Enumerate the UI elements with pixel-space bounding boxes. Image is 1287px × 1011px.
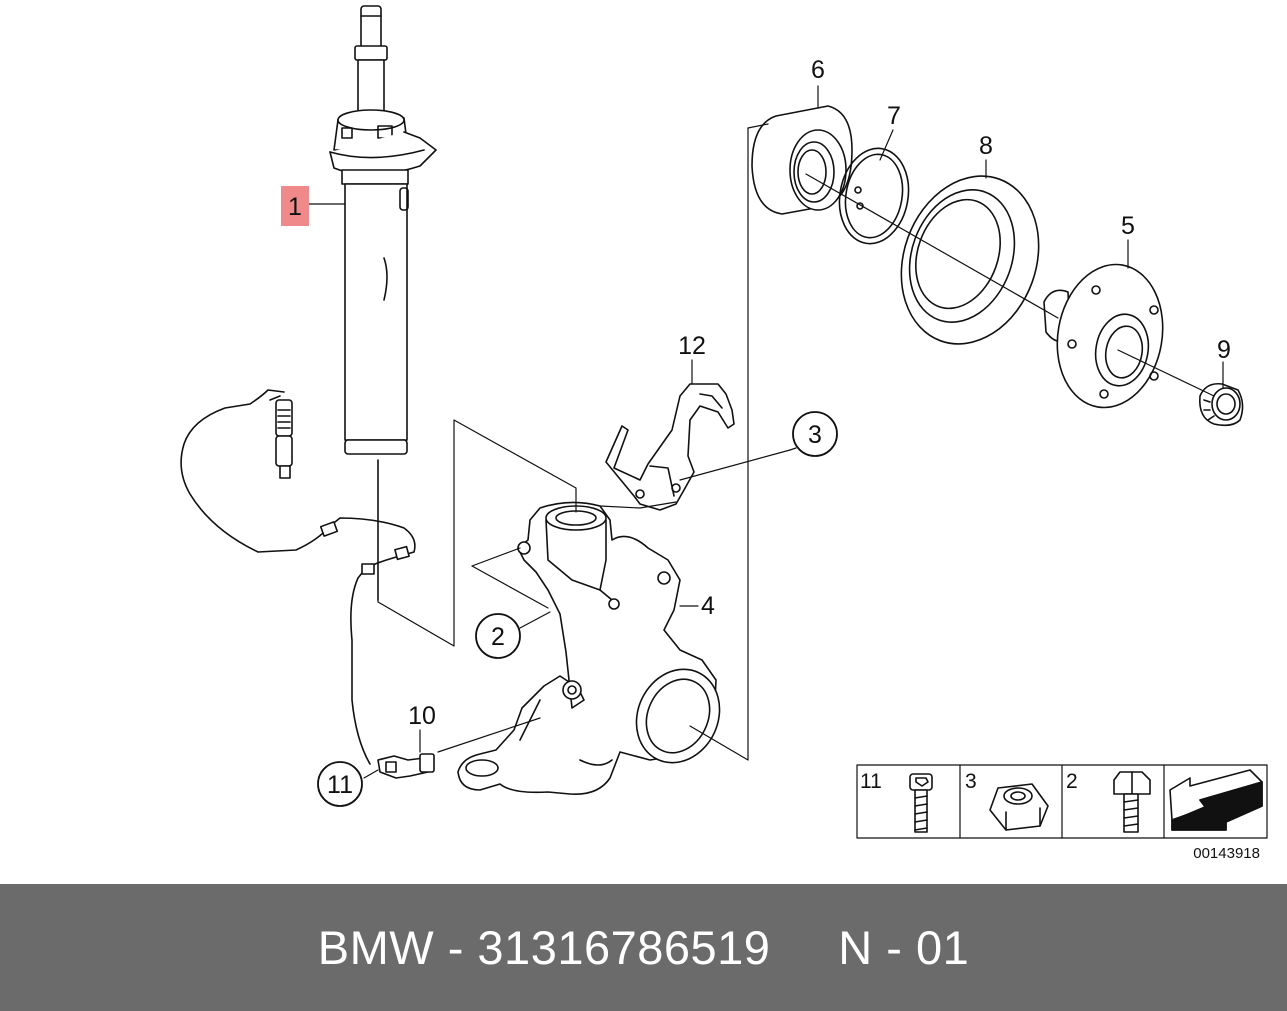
- assembly-lines: [377, 123, 1215, 761]
- part-number-banner: BMW - 31316786519 N - 01: [0, 884, 1287, 1011]
- hex-bolt-icon: [1113, 771, 1151, 833]
- callout-12[interactable]: 12: [678, 332, 706, 360]
- callout-9[interactable]: 9: [1217, 336, 1231, 364]
- legend-label-11: 11: [860, 770, 882, 793]
- callout-3[interactable]: 3: [808, 421, 822, 449]
- callout-5[interactable]: 5: [1121, 212, 1135, 240]
- steering-knuckle[interactable]: [457, 501, 735, 795]
- fastener-legend: 11 3 2: [856, 764, 1268, 839]
- direction-arrow-icon: [1169, 769, 1263, 831]
- sensor-connector[interactable]: [377, 753, 435, 779]
- sensor-cable[interactable]: [180, 389, 416, 765]
- callout-6[interactable]: 6: [811, 56, 825, 84]
- bracket[interactable]: [605, 383, 735, 511]
- wheel-hub[interactable]: [1043, 256, 1174, 416]
- drawing-number: 00143918: [1193, 845, 1260, 862]
- callout-1[interactable]: 1: [288, 193, 302, 221]
- callout-11[interactable]: 11: [327, 771, 353, 799]
- shock-absorber-strut[interactable]: [329, 5, 437, 601]
- part-number-text: BMW - 31316786519 N - 01: [317, 921, 970, 974]
- callout-4[interactable]: 4: [701, 592, 715, 620]
- callout-circle-2: [475, 613, 521, 659]
- protection-plate[interactable]: [879, 157, 1062, 364]
- callout-labels: 1 6 7 8 5 9 12 4 10 3 2 11: [281, 56, 1231, 807]
- leader-lines: [307, 85, 1224, 779]
- hex-nut-icon: [989, 783, 1049, 831]
- legend-label-3: 3: [965, 770, 977, 793]
- callout-10[interactable]: 10: [408, 702, 436, 730]
- callout-8[interactable]: 8: [979, 132, 993, 160]
- callout-7[interactable]: 7: [887, 102, 901, 130]
- wheel-bearing[interactable]: [751, 105, 853, 215]
- snap-ring[interactable]: [832, 143, 916, 249]
- callout-2[interactable]: 2: [491, 623, 505, 651]
- highlight-box-part-1: [281, 186, 309, 226]
- collar-nut[interactable]: [1198, 382, 1244, 427]
- legend-label-2: 2: [1066, 770, 1078, 793]
- callout-circle-11: [317, 761, 363, 807]
- parts-diagram: 1 6 7 8 5 9 12 4 10 3 2 11 11 3 2: [180, 5, 1268, 862]
- cap-screw-icon: [909, 773, 933, 833]
- callout-circle-3: [792, 411, 838, 457]
